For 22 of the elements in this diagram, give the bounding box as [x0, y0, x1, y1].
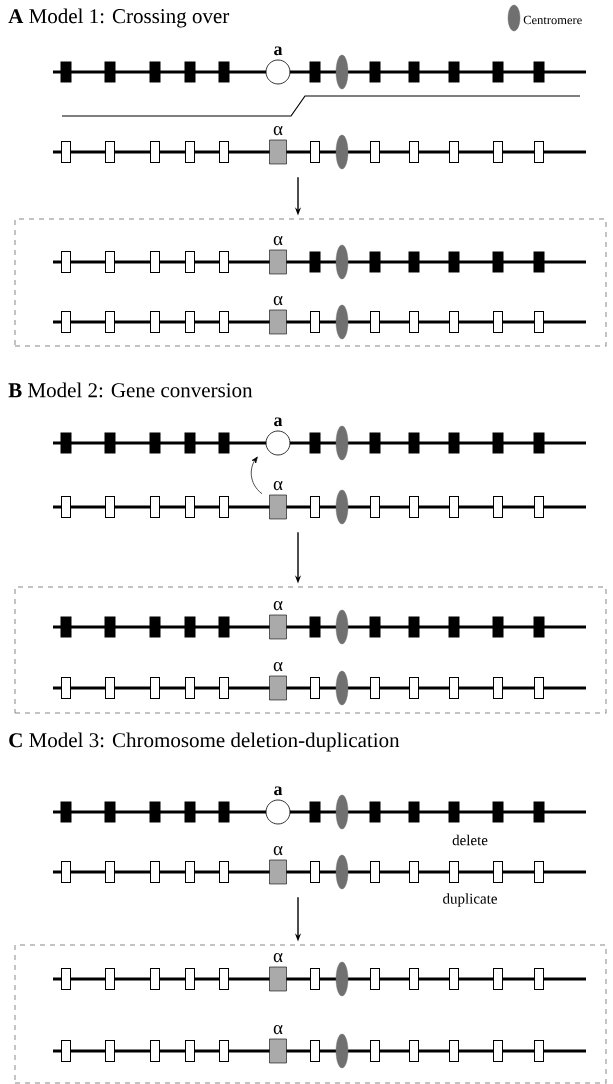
panel-title: B Model 2: Gene conversion — [8, 382, 253, 398]
result-box — [14, 218, 607, 347]
allele-label: α — [273, 1025, 283, 1035]
result-box — [14, 586, 607, 714]
result-box — [14, 944, 607, 1084]
legend-label: Centromere — [523, 15, 582, 25]
allele-label: α — [273, 481, 283, 491]
allele-label: α — [273, 126, 283, 136]
panel-title: C Model 3: Chromosome deletion-duplication — [9, 732, 400, 752]
panel-title: A Model 1: Crossing over — [8, 8, 230, 28]
curved-arrow — [250, 456, 263, 495]
allele-label: a — [274, 46, 283, 56]
annotation: delete — [452, 834, 488, 846]
allele-label: α — [273, 296, 283, 306]
allele-label: α — [273, 236, 283, 246]
allele-label: a — [274, 786, 283, 796]
allele-label: α — [273, 846, 283, 856]
annotation: duplicate — [443, 893, 497, 907]
allele-label: α — [273, 601, 283, 611]
allele-label: α — [273, 953, 283, 963]
allele-label: a — [274, 417, 283, 427]
allele-label: α — [273, 662, 283, 672]
